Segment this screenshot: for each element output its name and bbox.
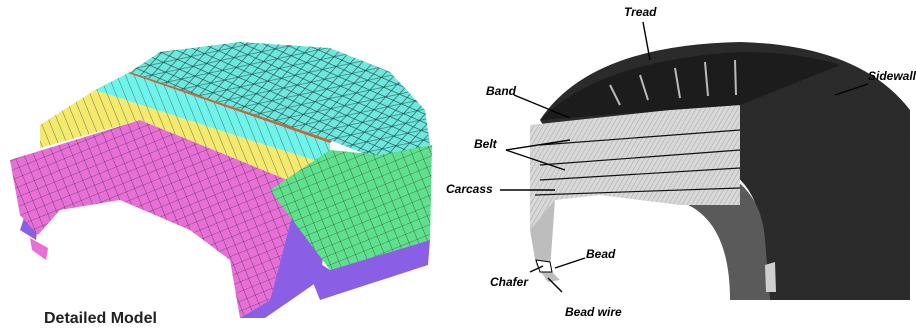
label-band: Band <box>486 84 517 98</box>
cross-section-drawing: Tread Sidewall Band Belt Carcass Bead Ch… <box>440 0 916 322</box>
label-bead-wire: Bead wire <box>565 305 622 319</box>
tire-cross-section: Tread Sidewall Band Belt Carcass Bead Ch… <box>440 0 916 322</box>
bead-wire-shape <box>536 260 552 272</box>
label-chafer: Chafer <box>490 275 529 289</box>
label-belt: Belt <box>474 137 498 151</box>
label-tread: Tread <box>624 5 657 19</box>
label-bead: Bead <box>586 247 616 261</box>
bead-right <box>765 262 776 292</box>
label-carcass: Carcass <box>446 182 493 196</box>
fe-tire-model: Detailed Model <box>0 0 440 322</box>
tread-left-edge <box>30 238 48 260</box>
fe-model-drawing <box>0 0 440 322</box>
model-caption: Detailed Model <box>44 310 157 328</box>
label-sidewall: Sidewall <box>868 69 916 83</box>
